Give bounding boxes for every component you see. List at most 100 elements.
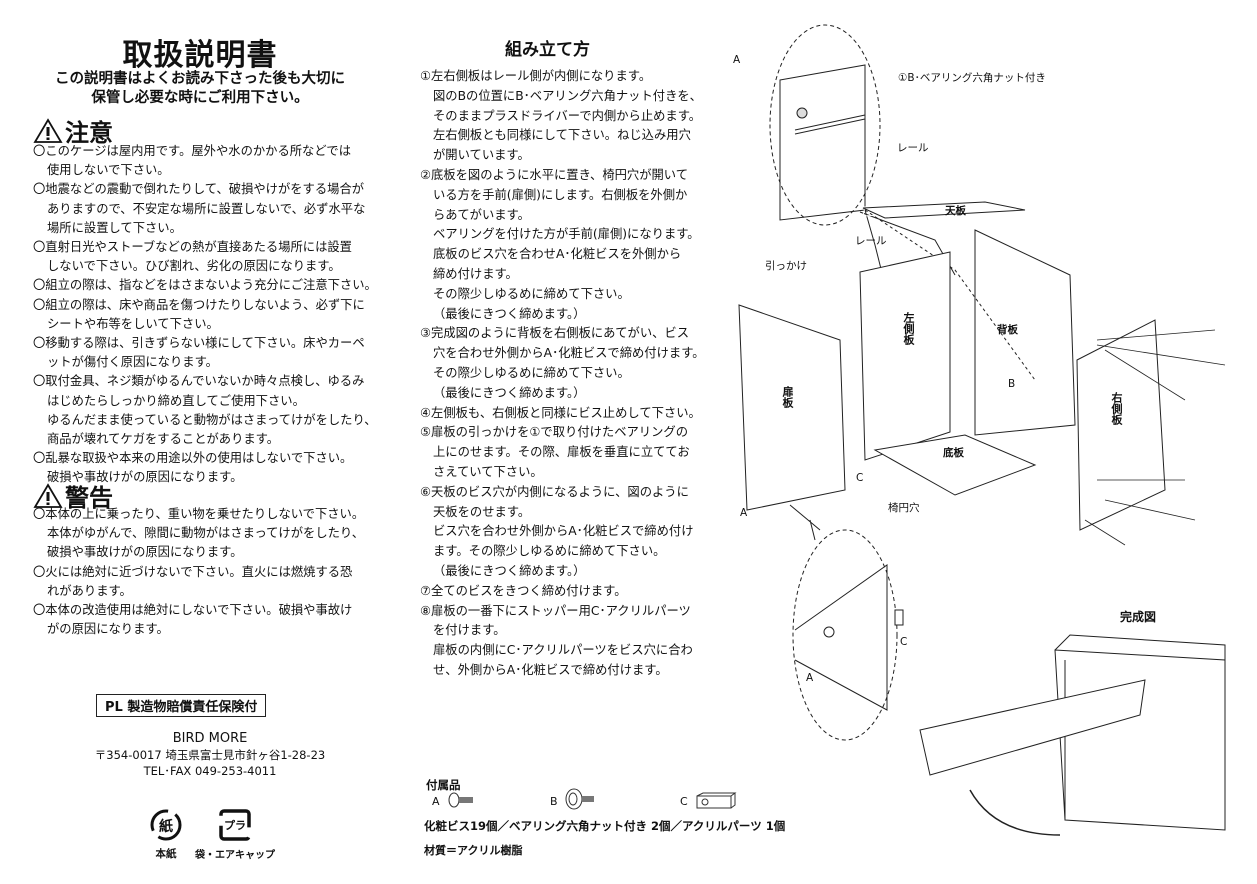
text-line: その際少しゆるめに締めて下さい。 xyxy=(433,365,630,380)
accessories-summary: 化粧ビス19個／ベアリング六角ナット付き 2個／アクリルパーツ 1個 xyxy=(424,819,786,833)
label-a-door: A xyxy=(740,507,748,519)
text-line: ⑦全てのビスをきつく締め付けます。 xyxy=(420,583,627,598)
text-line: 〇このケージは屋内用です。屋外や水のかかる所などでは xyxy=(33,144,351,158)
label-rail-2: レール xyxy=(855,235,887,247)
text-line: その際少しゆるめに締めて下さい。 xyxy=(433,286,630,301)
text-line: 破損や事故けがの原因になります。 xyxy=(47,545,243,560)
text-line: 〇地震などの震動で倒れたりして、破損やけがをする場合が xyxy=(33,182,365,197)
text-line: 〇本体の上に乗ったり、重い物を乗せたりしないで下さい。 xyxy=(33,507,365,521)
text-line: が開いています。 xyxy=(433,148,530,163)
assembly-step: ⑦全てのビスをきつく締め付けます。 xyxy=(420,582,720,602)
list-item: 〇このケージは屋内用です。屋外や水のかかる所などでは使用しないで下さい。 xyxy=(33,142,388,180)
door-panel xyxy=(738,304,846,511)
text-line: いる方を手前(扉側)にします。右側板を外側か xyxy=(433,187,688,202)
assembly-title: 組み立て方 xyxy=(505,40,590,60)
text-line: （最後にきつく締めます。） xyxy=(433,563,586,578)
detail-circle-bearing xyxy=(769,24,881,226)
label-door-panel: 扉板 xyxy=(781,386,794,408)
text-line: ⑥天板のビス穴が内側になるように、図のように xyxy=(420,484,689,499)
screw-leader-lines xyxy=(1084,329,1226,546)
list-item: 〇本体の上に乗ったり、重い物を乗せたりしないで下さい。本体がゆがんで、隙間に動物… xyxy=(33,505,388,563)
text-line: （最後にきつく締めます。） xyxy=(433,306,586,321)
bottom-panel xyxy=(873,434,1037,496)
accessories-heading: 付属品 xyxy=(426,778,461,792)
material-note: 材質＝アクリル樹脂 xyxy=(424,844,523,857)
text-line: さえていて下さい。 xyxy=(433,464,543,479)
text-line: 破損や事故けがの原因になります。 xyxy=(47,470,243,485)
assembly-step: ①左右側板はレール側が内側になります。図のBの位置にB･ベアリング六角ナット付き… xyxy=(420,67,720,166)
text-line: 図のBの位置にB･ベアリング六角ナット付きを、 xyxy=(433,88,702,103)
warning-list: 〇本体の上に乗ったり、重い物を乗せたりしないで下さい。本体がゆがんで、隙間に動物… xyxy=(33,505,388,639)
text-line: 左右側板とも同様にして下さい。ねじ込み用穴 xyxy=(433,128,691,143)
text-line: ゆるんだまま使っていると動物がはさまってけがをしたり、 xyxy=(47,412,377,427)
leader-line xyxy=(789,504,821,541)
top-panel xyxy=(862,201,1026,219)
text-line: ⑤扉板の引っかけを①で取り付けたベアリングの xyxy=(420,425,688,440)
text-line: ⑧扉板の一番下にストッパー用C･アクリルパーツ xyxy=(420,603,691,618)
text-line: 〇組立の際は、指などをはさまないよう充分にご注意下さい。 xyxy=(33,278,377,293)
pl-insurance-badge: PL 製造物賠償責任保険付 xyxy=(96,694,267,717)
list-item: 〇移動する際は、引きずらない様にして下さい。床やカーペットが傷付く原因になります… xyxy=(33,334,388,372)
assembly-step: ⑤扉板の引っかけを①で取り付けたベアリングの上にのせます。その際、扉板を垂直に立… xyxy=(420,423,720,482)
text-line: 本体がゆがんで、隙間に動物がはさまってけがをしたり、 xyxy=(47,526,365,541)
right-side-panel xyxy=(1076,319,1166,531)
text-line: しないで下さい。ひび割れ、劣化の原因になります。 xyxy=(47,259,341,274)
text-line: ます。その際少しゆるめに締めて下さい。 xyxy=(433,544,666,559)
caution-list: 〇このケージは屋内用です。屋外や水のかかる所などでは使用しないで下さい。〇地震な… xyxy=(33,142,388,488)
label-left-panel: 左側板 xyxy=(902,312,915,345)
assembly-steps: ①左右側板はレール側が内側になります。図のBの位置にB･ベアリング六角ナット付き… xyxy=(420,67,720,681)
text-line: 〇取付金具、ネジ類がゆるんでいないか時々点検し、ゆるみ xyxy=(33,374,365,389)
label-bearing: ①B･ベアリング六角ナット付き xyxy=(898,72,1046,84)
text-line: 扉板の内側にC･アクリルパーツをビス穴に合わ xyxy=(433,643,693,658)
text-line: 〇直射日光やストーブなどの熱が直接あたる場所には設置 xyxy=(33,240,352,255)
text-line: ④左側板も、右側板と同様にビス止めして下さい。 xyxy=(420,405,701,420)
text-line: れがあります。 xyxy=(47,583,132,598)
text-line: 使用しないで下さい。 xyxy=(47,163,170,178)
list-item: 〇組立の際は、床や商品を傷つけたりしないよう、必ず下にシートや布等をしいて下さい… xyxy=(33,296,388,334)
text-line: 〇移動する際は、引きずらない様にして下さい。床やカーペ xyxy=(33,336,365,351)
text-line: 〇組立の際は、床や商品を傷つけたりしないよう、必ず下に xyxy=(33,297,365,312)
assembly-step: ③完成図のように背板を右側板にあてがい、ビス穴を合わせ外側からA･化粧ビスで締め… xyxy=(420,324,720,403)
label-bottom-panel: 底板 xyxy=(943,447,964,459)
caution-heading: 注意 xyxy=(33,113,113,148)
text-line: ットが傷付く原因になります。 xyxy=(47,355,218,370)
label-c-detail: C xyxy=(900,636,908,648)
assembly-diagram xyxy=(738,24,1226,836)
side-panel-detail xyxy=(779,64,866,221)
list-item: 〇直射日光やストーブなどの熱が直接あたる場所には設置しないで下さい。ひび割れ、劣… xyxy=(33,238,388,276)
text-line: 上にのせます。その際、扉板を垂直に立ててお xyxy=(433,445,690,460)
list-item: 〇火には絶対に近づけないで下さい。直火には燃焼する恐れがあります。 xyxy=(33,563,388,601)
door-detail xyxy=(794,564,888,711)
subtitle-line: この説明書はよくお読み下さった後も大切に xyxy=(55,71,345,87)
assembly-step: ②底板を図のように水平に置き、椅円穴が開いている方を手前(扉側)にします。右側板… xyxy=(420,166,720,324)
acrylic-part-icon xyxy=(696,792,737,809)
label-oval-hole: 椅円穴 xyxy=(888,502,920,514)
text-line: そのままプラスドライバーで内側から止めます。 xyxy=(433,108,702,123)
bearing-nut-icon xyxy=(565,788,594,810)
completed-cage-top xyxy=(1054,634,1226,820)
label-b: B xyxy=(1008,378,1016,390)
company-address: 〒354-0017 埼玉県富士見市針ヶ谷1-28-23 xyxy=(94,748,326,762)
text-line: らあてがいます。 xyxy=(433,207,530,222)
acrylic-part xyxy=(894,609,904,626)
label-right-panel: 右側板 xyxy=(1110,392,1123,425)
warning-triangle-icon xyxy=(33,117,63,143)
company-tel: TEL･FAX 049-253-4011 xyxy=(143,764,277,778)
subtitle: この説明書はよくお読み下さった後も大切に 保管し必要な時にご利用下さい。 xyxy=(35,70,365,108)
assembly-step: ④左側板も、右側板と同様にビス止めして下さい。 xyxy=(420,404,720,424)
list-item: 〇地震などの震動で倒れたりして、破損やけがをする場合がありますので、不安定な場所… xyxy=(33,180,388,238)
plastic-recycle-mark: プラ 袋・エアキャップ xyxy=(195,808,275,861)
paper-recycle-mark: 紙 本紙 xyxy=(146,808,186,861)
text-line: （最後にきつく締めます。） xyxy=(433,385,586,400)
paper-mark-label: 本紙 xyxy=(155,848,177,860)
label-a: A xyxy=(733,54,741,66)
text-line: がの原因になります。 xyxy=(47,622,169,637)
text-line: を付けます。 xyxy=(433,623,506,638)
label-completed: 完成図 xyxy=(1120,610,1157,624)
recycle-plastic-icon xyxy=(219,809,251,841)
completed-door-open xyxy=(919,679,1146,776)
cosmetic-screw-icon xyxy=(448,792,473,808)
text-line: ③完成図のように背板を右側板にあてがい、ビス xyxy=(420,326,690,341)
label-rail: レール xyxy=(897,142,929,154)
text-line: ①左右側板はレール側が内側になります。 xyxy=(420,69,652,83)
